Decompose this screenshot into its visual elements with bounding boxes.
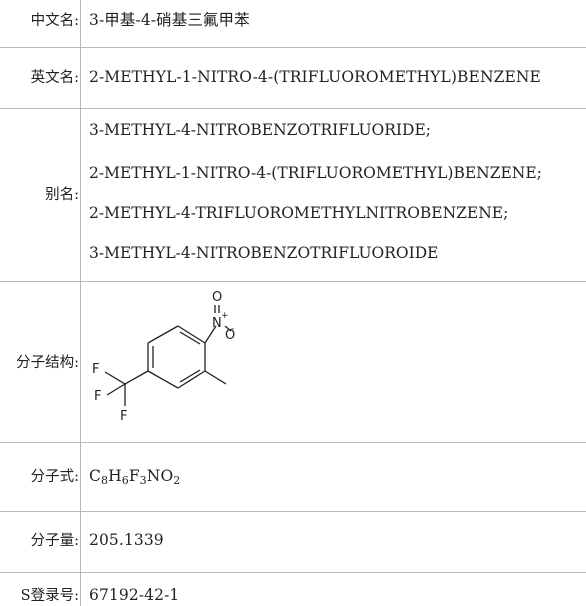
- label-aliases: 别名:: [45, 187, 79, 203]
- alias-item: 2-METHYL-4-TRIFLUOROMETHYLNITROBENZENE;: [89, 204, 509, 222]
- row-divider: [0, 281, 586, 282]
- row-divider: [0, 47, 586, 48]
- label-chinese-name: 中文名:: [30, 13, 79, 29]
- value-chinese-name: 3-甲基-4-硝基三氟甲苯: [89, 11, 250, 29]
- atom-label: O: [225, 328, 235, 343]
- column-divider: [80, 0, 81, 606]
- structure-bonds: [104, 305, 232, 406]
- value-weight: 205.1339: [89, 531, 164, 549]
- label-cas: S登录号:: [20, 588, 79, 604]
- atom-label: N: [212, 316, 222, 331]
- atom-label: F: [94, 389, 101, 404]
- label-structure: 分子结构:: [16, 355, 79, 371]
- row-divider: [0, 108, 586, 109]
- charge-label: -: [231, 324, 234, 334]
- atom-label: F: [120, 409, 127, 424]
- row-divider: [0, 572, 586, 573]
- row-divider: [0, 442, 586, 443]
- atom-label: O: [212, 290, 222, 305]
- label-weight: 分子量:: [30, 533, 79, 549]
- alias-item: 3-METHYL-4-NITROBENZOTRIFLUORIDE;: [89, 121, 432, 139]
- label-english-name: 英文名:: [30, 70, 79, 86]
- alias-item: 3-METHYL-4-NITROBENZOTRIFLUOROIDE: [89, 244, 439, 262]
- label-formula: 分子式:: [30, 469, 79, 485]
- atom-label: F: [92, 362, 99, 377]
- value-cas: 67192-42-1: [89, 586, 180, 604]
- charge-label: +: [221, 311, 229, 321]
- value-formula: C8H6F3NO2: [89, 467, 181, 487]
- value-english-name: 2-METHYL-1-NITRO-4-(TRIFLUOROMETHYL)BENZ…: [89, 68, 541, 86]
- row-divider: [0, 511, 586, 512]
- molecular-structure-diagram: O N + O - F F F: [92, 290, 235, 424]
- alias-item: 2-METHYL-1-NITRO-4-(TRIFLUOROMETHYL)BENZ…: [89, 164, 542, 182]
